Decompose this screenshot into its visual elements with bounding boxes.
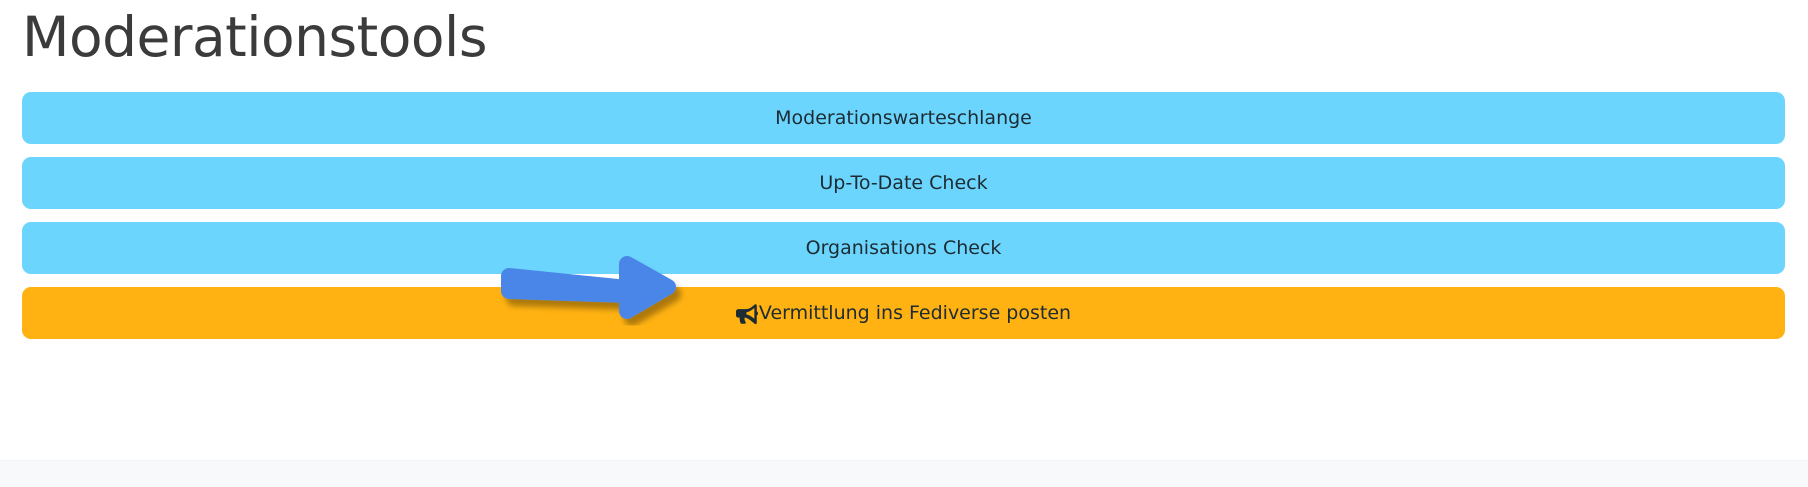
bullhorn-icon	[735, 303, 758, 325]
button-organisations-check[interactable]: Organisations Check	[22, 222, 1785, 275]
footer-strip	[0, 460, 1808, 487]
button-vermittlung-ins-fediverse-posten-label: Vermittlung ins Fediverse posten	[758, 302, 1072, 325]
button-up-to-date-check[interactable]: Up-To-Date Check	[22, 157, 1785, 210]
button-up-to-date-check-label: Up-To-Date Check	[819, 172, 988, 195]
button-moderationswarteschlange[interactable]: Moderationswarteschlange	[22, 92, 1785, 145]
button-moderationswarteschlange-label: Moderationswarteschlange	[775, 107, 1032, 130]
page-content: Moderationstools Moderationswarteschlang…	[22, 5, 1786, 340]
button-vermittlung-ins-fediverse-posten[interactable]: Vermittlung ins Fediverse posten	[22, 287, 1785, 340]
moderation-tools-button-list: Moderationswarteschlange Up-To-Date Chec…	[22, 92, 1786, 340]
page-title: Moderationstools	[22, 5, 487, 69]
button-organisations-check-label: Organisations Check	[805, 237, 1002, 260]
